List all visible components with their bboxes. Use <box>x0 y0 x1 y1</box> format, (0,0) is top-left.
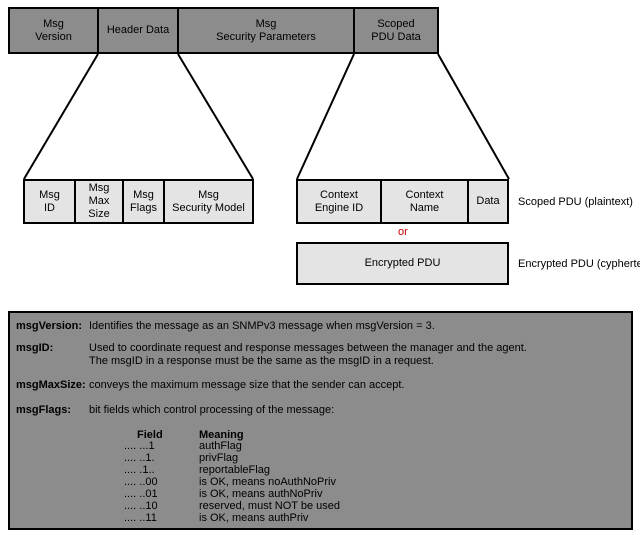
field-msg-security-parameters: Msg Security Parameters <box>177 7 355 54</box>
flag-row-meaning: is OK, means authNoPriv <box>199 488 323 500</box>
flags-header-field: Field <box>137 429 163 441</box>
flag-row-field: .... ..00 <box>124 476 158 488</box>
encrypted-pdu-box: Encrypted PDU <box>296 242 509 285</box>
def-msg-id: Used to coordinate request and response … <box>89 342 527 367</box>
field-msg-version: Msg Version <box>8 7 99 54</box>
field-msg-security-model: Msg Security Model <box>163 179 254 224</box>
encrypted-pdu-label: Encrypted PDU (cyphertex <box>518 258 640 270</box>
field-msg-max-size: Msg Max Size <box>74 179 124 224</box>
field-msg-id: Msg ID <box>23 179 76 224</box>
scoped-expansion-right-line <box>437 53 510 180</box>
flag-row-meaning: is OK, means noAuthNoPriv <box>199 476 336 488</box>
flag-row-meaning: reportableFlag <box>199 464 270 476</box>
field-context-name: Context Name <box>380 179 469 224</box>
flag-row-meaning: reserved, must NOT be used <box>199 500 341 512</box>
field-data: Data <box>467 179 509 224</box>
flag-row-field: .... .1.. <box>124 464 155 476</box>
or-label: or <box>398 226 408 238</box>
term-msg-flags: msgFlags: <box>16 404 72 416</box>
scoped-expansion-left-line <box>296 53 355 180</box>
def-msg-version: Identifies the message as an SNMPv3 mess… <box>89 320 435 332</box>
def-msg-flags: bit fields which control processing of t… <box>89 404 335 416</box>
flag-row-meaning: is OK, means authPriv <box>199 512 309 524</box>
field-context-engine-id: Context Engine ID <box>296 179 382 224</box>
flags-header-meaning: Meaning <box>199 429 244 441</box>
def-msg-max-size: conveys the maximum message size that th… <box>89 379 405 391</box>
flag-row-field: .... ..01 <box>124 488 158 500</box>
term-msg-max-size: msgMaxSize: <box>16 379 86 391</box>
flag-row-field: .... ..11 <box>124 512 157 524</box>
term-msg-id: msgID: <box>16 342 54 354</box>
term-msg-version: msgVersion: <box>16 320 83 332</box>
flag-row-field: .... ...1 <box>124 440 155 452</box>
header-expansion-right-line <box>177 53 254 180</box>
scoped-pdu-label: Scoped PDU (plaintext) <box>518 196 633 208</box>
flag-row-meaning: privFlag <box>199 452 239 464</box>
flag-row-field: .... ..1. <box>124 452 155 464</box>
flag-row-field: .... ..10 <box>124 500 158 512</box>
flag-row-meaning: authFlag <box>199 440 242 452</box>
definitions-panel: msgVersion: Identifies the message as an… <box>8 311 633 530</box>
field-msg-flags: Msg Flags <box>122 179 165 224</box>
header-expansion-left-line <box>23 53 99 180</box>
field-scoped-pdu-data: Scoped PDU Data <box>353 7 439 54</box>
